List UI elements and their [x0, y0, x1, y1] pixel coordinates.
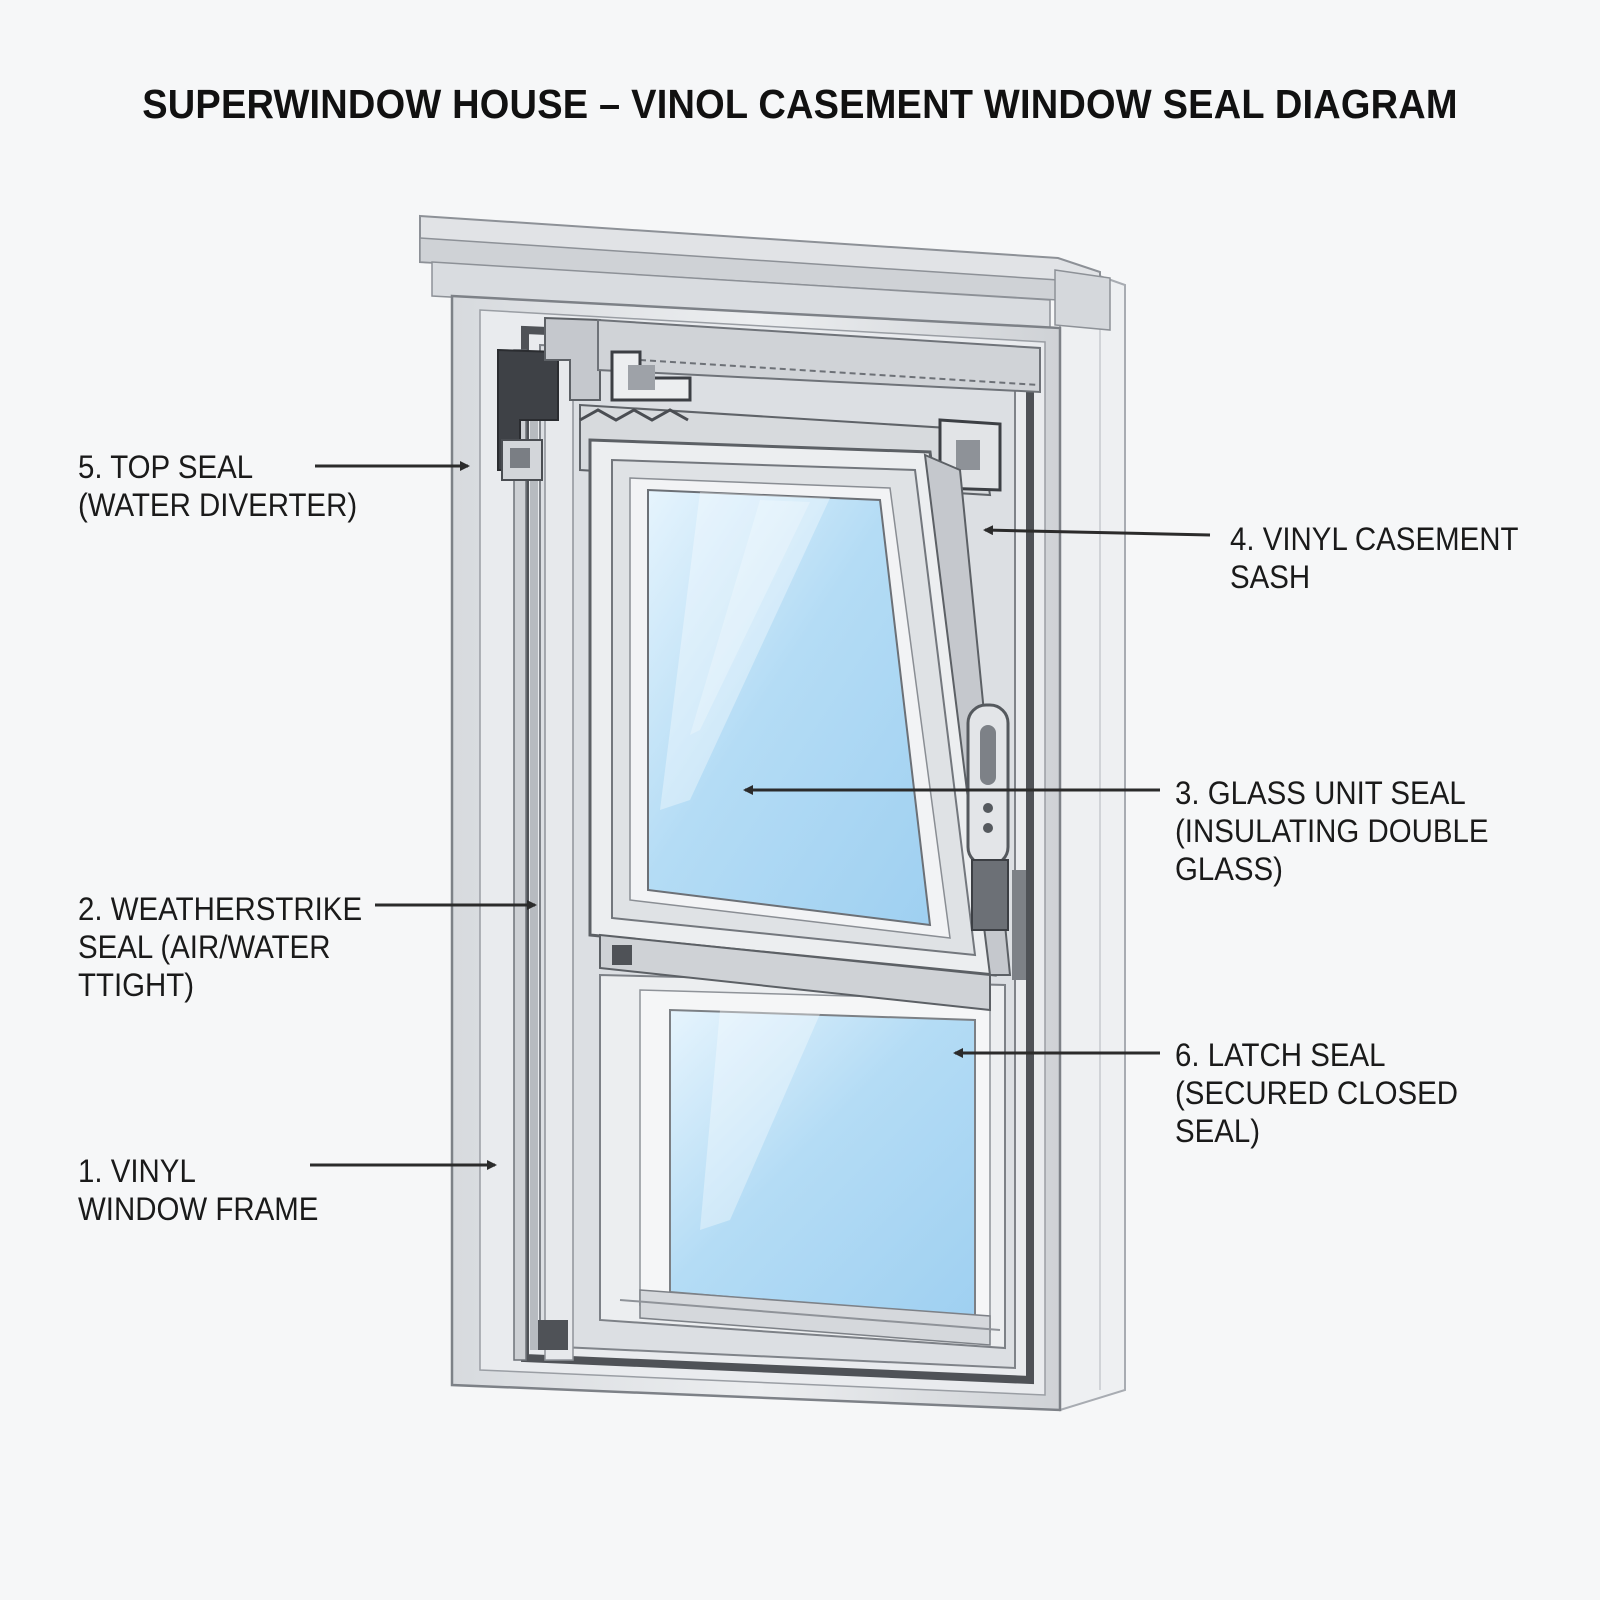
callout-arrows [310, 461, 1211, 1170]
callout-glass-unit-seal: 3. GLASS UNIT SEAL (INSULATING DOUBLE GL… [1175, 774, 1489, 888]
left-jamb [513, 329, 574, 1361]
callout-glass-unit-seal-line1: 3. GLASS UNIT SEAL [1175, 775, 1466, 811]
callout-latch-seal: 6. LATCH SEAL (SECURED CLOSED SEAL) [1175, 1036, 1458, 1150]
callout-casement-sash-line2: SASH [1230, 559, 1311, 595]
callout-weatherstrike-seal-line2: SEAL (AIR/WATER [78, 929, 331, 965]
callout-casement-sash-line1: 4. VINYL CASEMENT [1230, 521, 1519, 557]
callout-casement-sash: 4. VINYL CASEMENT SASH [1230, 520, 1518, 596]
callout-window-frame-line1: 1. VINYL [78, 1153, 196, 1189]
callout-weatherstrike-seal-line3: TTIGHT) [78, 967, 195, 1003]
callout-glass-unit-seal-line2: (INSULATING DOUBLE [1175, 813, 1489, 849]
callout-weatherstrike-seal: 2. WEATHERSTRIKE SEAL (AIR/WATER TTIGHT) [78, 890, 362, 1004]
diagram-title: SUPERWINDOW HOUSE – VINOL CASEMENT WINDO… [142, 82, 1458, 128]
casement-sash [588, 438, 1012, 1012]
frame-side-depth [1059, 260, 1126, 1412]
top-seal-profile [497, 316, 601, 481]
head-cap [419, 214, 1111, 331]
callout-top-seal-line2: (WATER DIVERTER) [78, 487, 358, 523]
callout-latch-seal-line3: SEAL) [1175, 1113, 1261, 1149]
callout-weatherstrike-seal-line1: 2. WEATHERSTRIKE [78, 891, 363, 927]
callout-latch-seal-line1: 6. LATCH SEAL [1175, 1037, 1386, 1073]
callout-window-frame: 1. VINYL WINDOW FRAME [78, 1152, 318, 1228]
latch-handle [966, 703, 1026, 980]
callout-top-seal-line1: 5. TOP SEAL [78, 449, 254, 485]
callout-window-frame-line2: WINDOW FRAME [78, 1191, 319, 1227]
callout-glass-unit-seal-line3: GLASS) [1175, 851, 1283, 887]
arrow-casement-sash [983, 525, 1211, 537]
lower-fixed-sash [599, 973, 1006, 1350]
callout-latch-seal-line2: (SECURED CLOSED [1175, 1075, 1459, 1111]
callout-top-seal: 5. TOP SEAL (WATER DIVERTER) [78, 448, 357, 524]
